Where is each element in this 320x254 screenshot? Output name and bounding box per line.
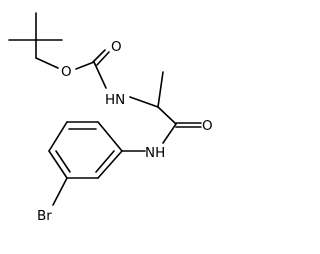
bond-amide-carbonyl-nh bbox=[162, 123, 177, 144]
carbamate-nh-label: HN bbox=[105, 92, 125, 108]
amide-oxygen-label: O bbox=[202, 118, 213, 134]
bromine-label: Br bbox=[37, 208, 52, 224]
bond-nh-alpha-carbon bbox=[129, 96, 159, 108]
alanine-backbone bbox=[121, 71, 202, 152]
ring-bond-6 bbox=[97, 150, 123, 179]
ring-inner-double-3 bbox=[95, 150, 115, 173]
ring-bond-1 bbox=[97, 121, 123, 152]
bond-tbu-to-ester-oxygen bbox=[35, 57, 59, 69]
carbamate-group bbox=[75, 49, 110, 89]
bromophenyl-ring bbox=[48, 121, 123, 206]
bond-ester-oxygen-carbonyl bbox=[75, 61, 95, 70]
bond-ring-bromine bbox=[52, 177, 68, 206]
bond-alpha-methyl bbox=[157, 71, 164, 108]
tert-butyl-group bbox=[8, 12, 63, 69]
amide-nh-label: NH bbox=[145, 145, 165, 161]
ring-bond-3 bbox=[48, 121, 68, 152]
bond-carbonyl-double-a bbox=[92, 49, 106, 63]
ring-inner-double-2 bbox=[55, 150, 71, 173]
molecule-structure: O O HN O NH Br bbox=[8, 12, 213, 224]
ring-bond-4 bbox=[48, 150, 68, 179]
bond-carbonyl-to-nh bbox=[93, 61, 107, 89]
carbonyl-oxygen-label: O bbox=[111, 39, 122, 55]
bond-alpha-carbonyl bbox=[157, 106, 177, 125]
bond-carbonyl-double-b bbox=[96, 51, 110, 66]
ester-oxygen-label: O bbox=[61, 64, 72, 80]
